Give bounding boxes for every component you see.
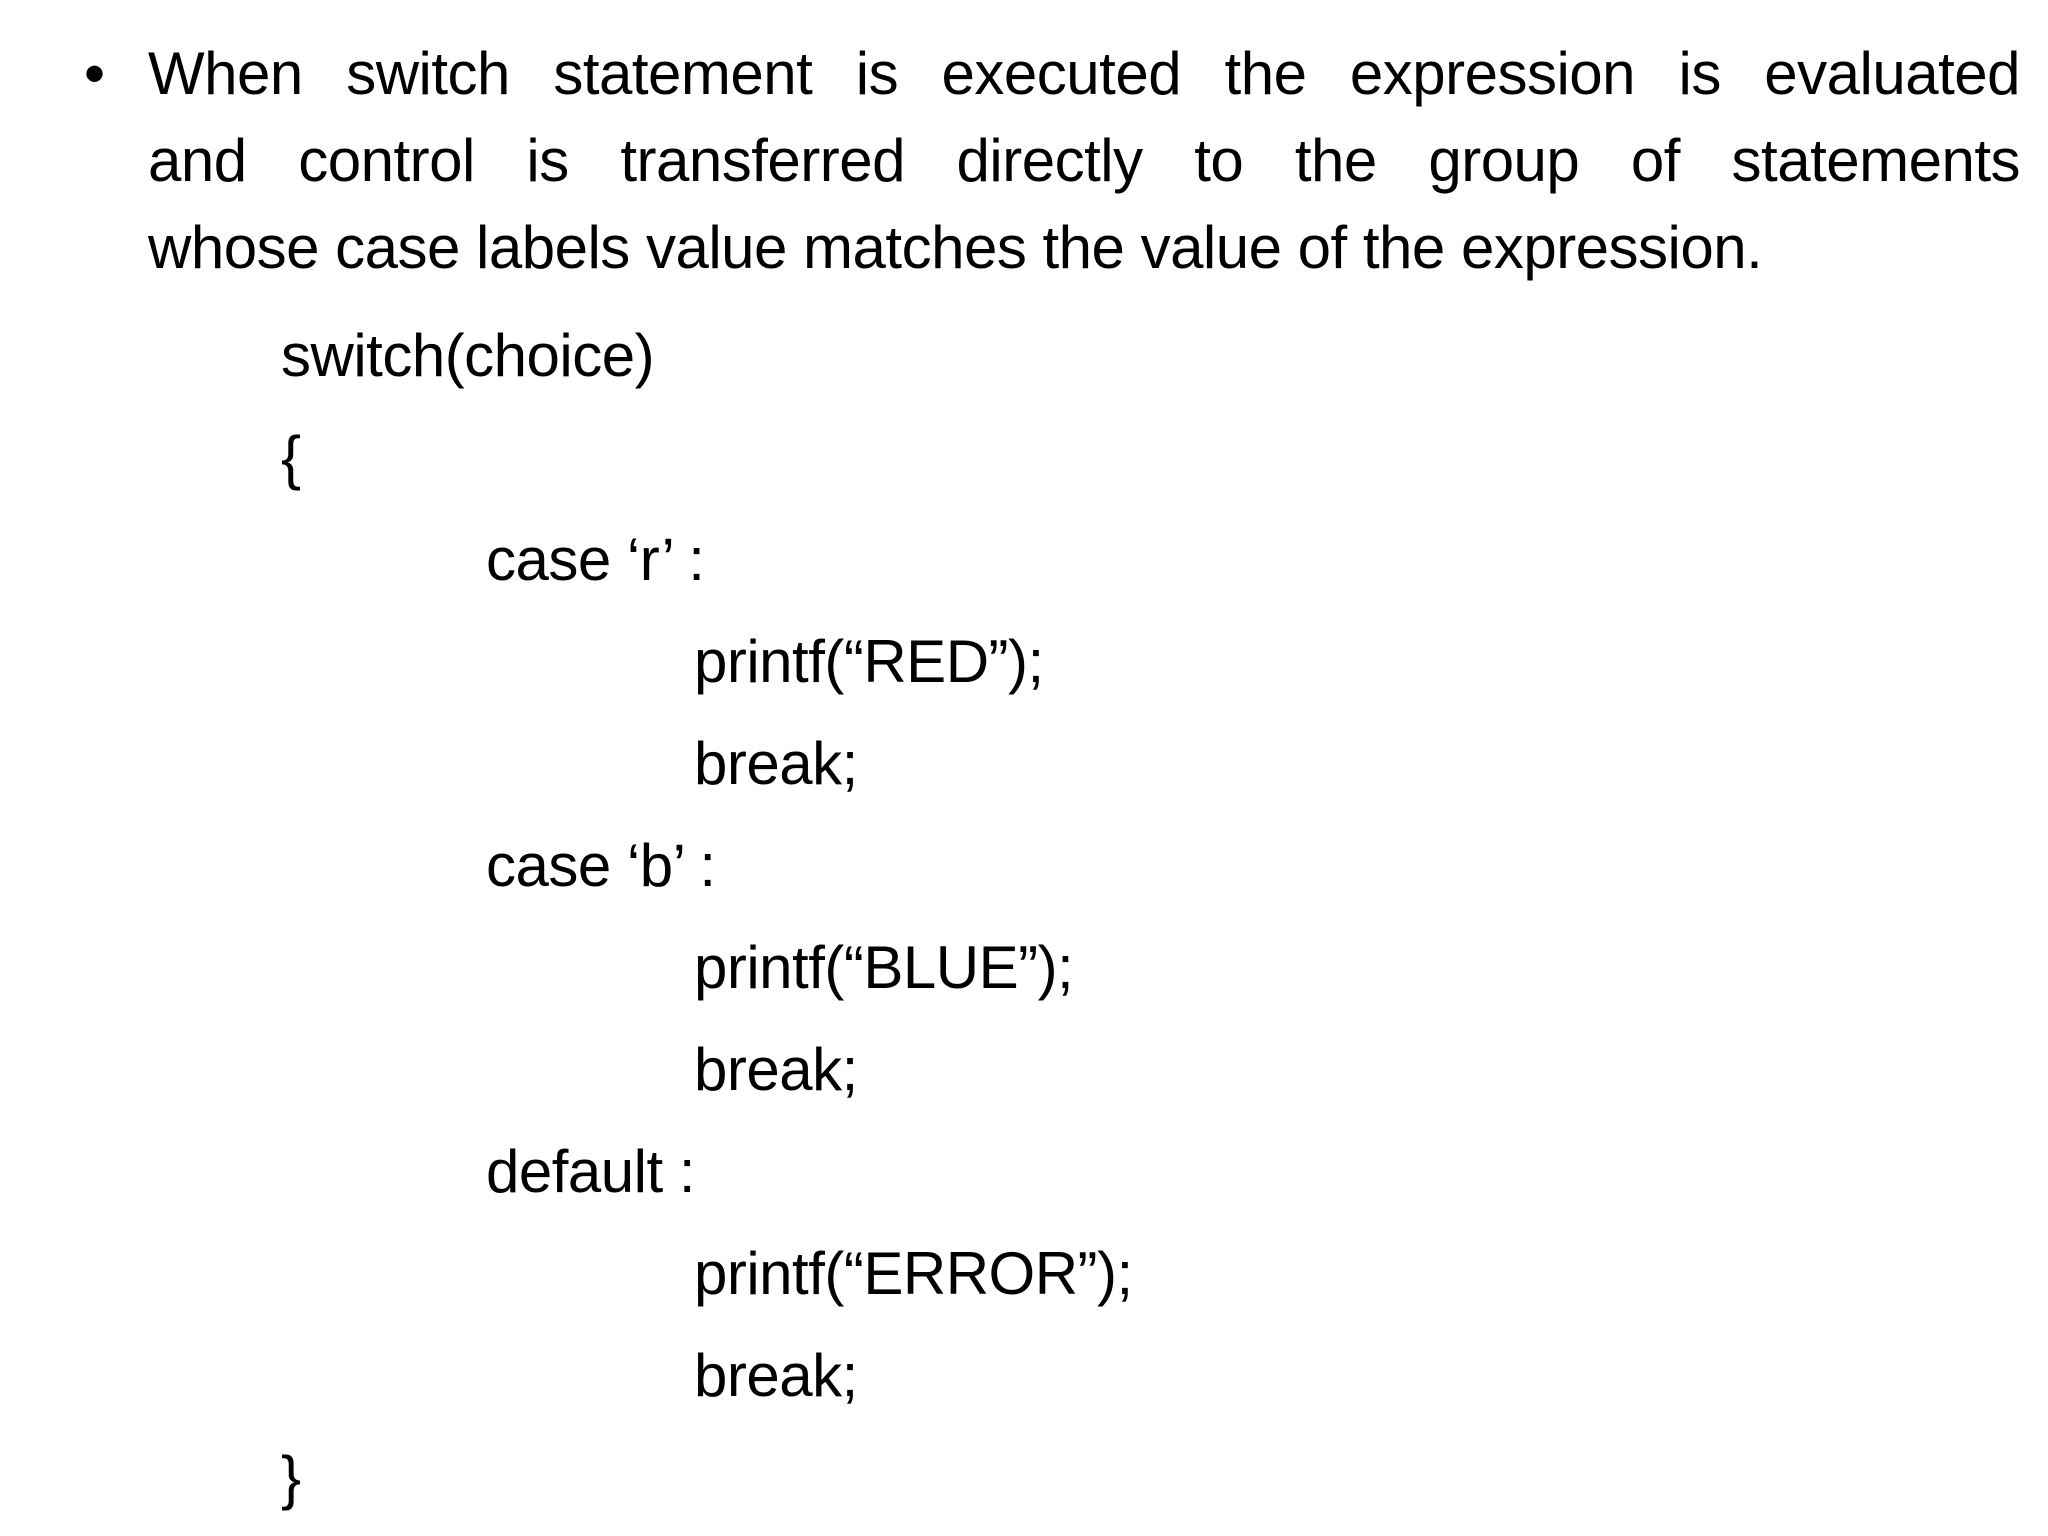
code-line-break: break; xyxy=(694,1342,858,1409)
code-line-printf-blue: printf(“BLUE”); xyxy=(694,934,1074,1001)
code-line-case-b: case ‘b’ : xyxy=(486,832,716,899)
code-line-printf-red: printf(“RED”); xyxy=(694,628,1044,695)
bullet-paragraph-text: When switch statement is executed the ex… xyxy=(148,30,2021,291)
code-line-break: break; xyxy=(694,730,858,797)
code-line-break: break; xyxy=(694,1036,858,1103)
code-line-case-r: case ‘r’ : xyxy=(486,526,705,593)
bullet-paragraph: • When switch statement is executed the … xyxy=(0,0,2048,291)
bullet-paragraph-line: When switch statement is executed the ex… xyxy=(148,40,2021,107)
code-line-default: default : xyxy=(486,1138,696,1205)
code-line-printf-error: printf(“ERROR”); xyxy=(694,1240,1133,1307)
code-line-close-brace: } xyxy=(281,1444,301,1511)
bullet-icon: • xyxy=(84,40,106,107)
code-line-switch: switch(choice) xyxy=(281,322,655,389)
bullet-paragraph-line: whose case labels value matches the valu… xyxy=(148,214,1763,281)
bullet-paragraph-line: and control is transferred directly to t… xyxy=(148,127,2021,194)
code-line-open-brace: { xyxy=(281,424,301,491)
code-block: switch(choice) { case ‘r’ : printf(“RED”… xyxy=(0,305,2048,1529)
